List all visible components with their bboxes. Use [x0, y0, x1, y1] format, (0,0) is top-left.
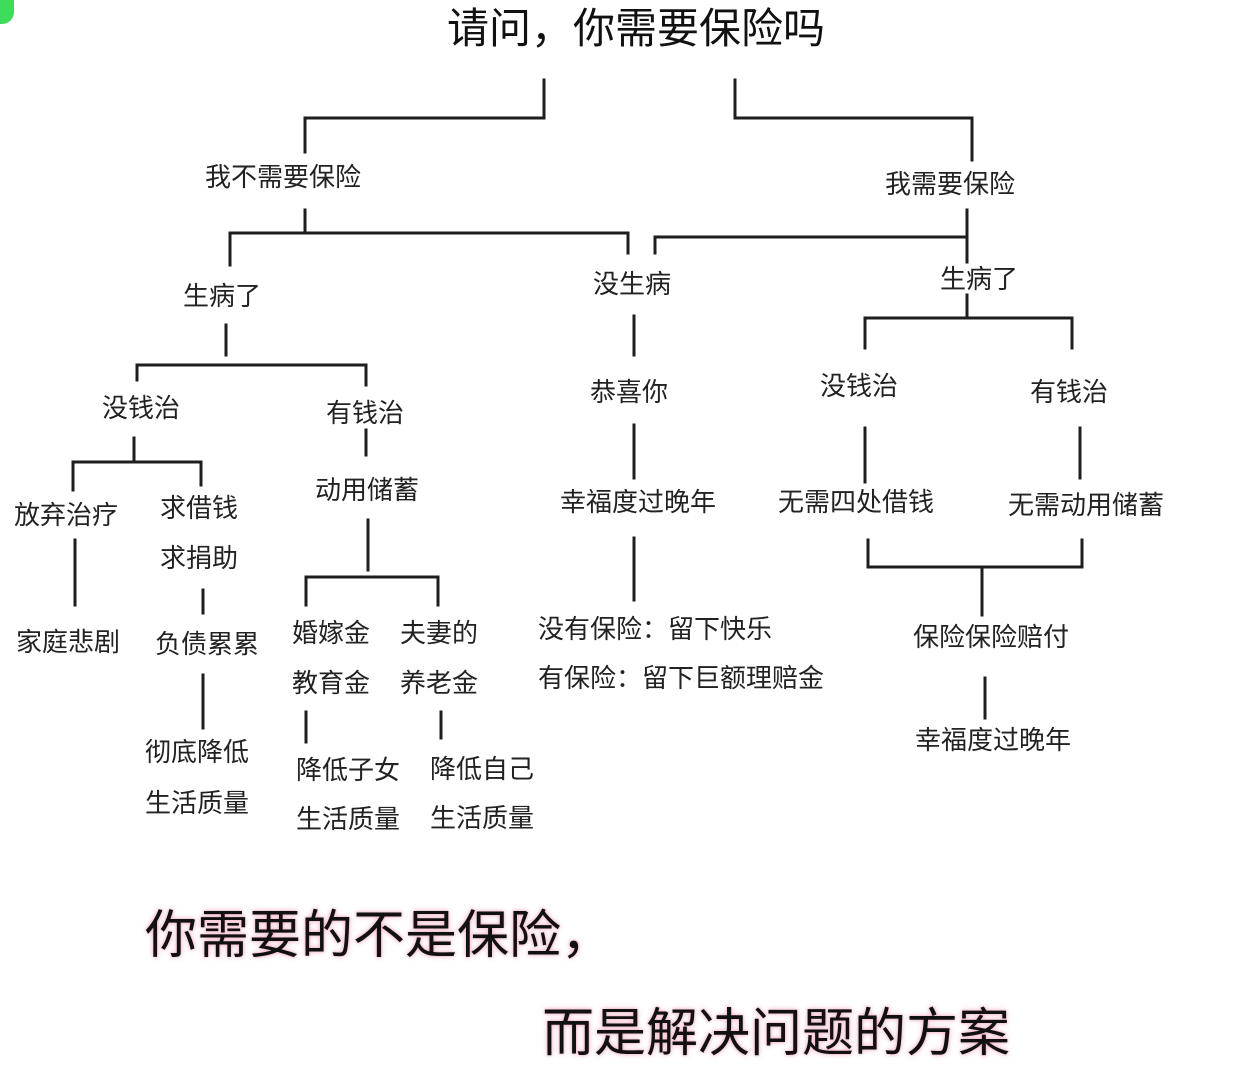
node-reduce-life-1: 彻底降低: [145, 738, 250, 768]
node-reduce-life-2: 生活质量: [145, 789, 250, 819]
node-no-insurance: 我不需要保险: [205, 163, 362, 193]
node-right-no-money: 没钱治: [820, 372, 899, 402]
node-middle-happy: 幸福度过晚年: [560, 488, 717, 518]
node-lower-children-1: 降低子女: [296, 756, 401, 786]
node-payout: 保险保险赔付: [913, 623, 1070, 653]
node-debt: 负债累累: [155, 630, 260, 660]
node-right-sick: 生病了: [940, 265, 1019, 295]
node-not-sick: 没生病: [593, 270, 672, 300]
node-left-has-money: 有钱治: [326, 399, 405, 429]
node-congrats: 恭喜你: [590, 378, 669, 408]
node-lower-self-2: 生活质量: [430, 804, 535, 834]
node-donation: 求捐助: [160, 544, 239, 574]
node-need-insurance: 我需要保险: [885, 170, 1016, 200]
node-family-tragedy: 家庭悲剧: [16, 628, 121, 658]
node-left-no-money: 没钱治: [102, 394, 181, 424]
node-no-borrow: 无需四处借钱: [778, 488, 935, 518]
footer-line-1: 你需要的不是保险，: [145, 906, 614, 966]
node-use-savings: 动用储蓄: [315, 476, 420, 506]
node-give-up: 放弃治疗: [14, 501, 119, 531]
node-lower-children-2: 生活质量: [296, 805, 401, 835]
node-right-happy: 幸福度过晚年: [915, 726, 1072, 756]
node-education-fund: 教育金: [292, 669, 371, 699]
node-marriage-fund: 婚嫁金: [292, 619, 371, 649]
node-with-insurance-outcome: 有保险：留下巨额理赔金: [538, 664, 825, 694]
diagram-title: 请问，你需要保险吗: [447, 4, 826, 53]
node-couple: 夫妻的: [400, 619, 479, 649]
node-borrow: 求借钱: [160, 494, 239, 524]
node-lower-self-1: 降低自己: [430, 755, 535, 785]
node-right-has-money: 有钱治: [1030, 378, 1109, 408]
node-no-savings: 无需动用储蓄: [1008, 491, 1165, 521]
node-pension: 养老金: [400, 669, 479, 699]
node-no-insurance-outcome: 没有保险：留下快乐: [538, 615, 773, 645]
footer-line-2: 而是解决问题的方案: [542, 1004, 1011, 1064]
node-left-sick: 生病了: [183, 282, 262, 312]
green-corner-mark: [0, 0, 14, 24]
